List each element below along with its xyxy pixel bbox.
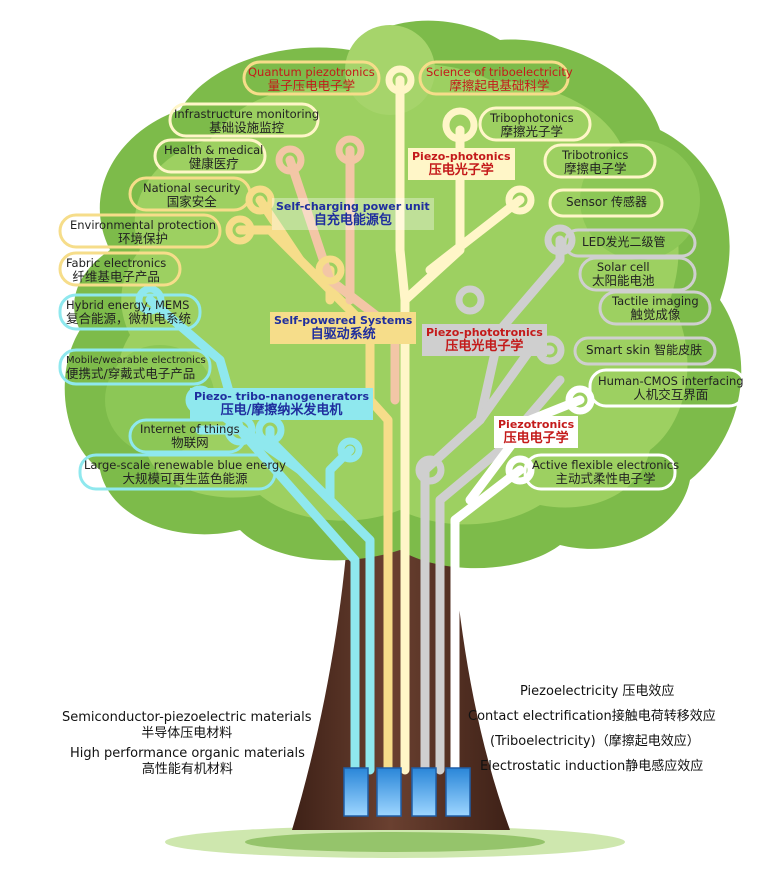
label-zh: 摩擦起电基础科学 [449,78,550,93]
label-zh: 健康医疗 [188,156,239,171]
label-zh: 物联网 [171,435,209,450]
label-infrastructure-monitoring: Infrastructure monitoring 基础设施监控 [174,108,319,135]
label-zh: 自驱动系统 [310,327,376,342]
label-tribotronics: Tribotronics 摩擦电子学 [562,149,628,176]
category-piezotronics: Piezotronics 压电电子学 [494,416,579,448]
label-en: Piezo-photonics [412,150,511,163]
label-en: Large-scale renewable blue energy [84,458,286,472]
label-zh: 量子压电电子学 [267,78,356,93]
label-environmental-protection: Environmental protection 环境保护 [70,219,216,246]
category-piezo-photonics: Piezo-photonics 压电光子学 [408,148,515,180]
label-blue-energy: Large-scale renewable blue energy 大规模可再生… [84,459,286,486]
label-en: LED发光二级管 [582,235,666,249]
label-en: Tribophotonics [490,111,574,125]
label-en: National security [143,181,241,195]
label-en: Fabric electronics [66,256,167,270]
root-semiconductor-materials: Semiconductor-piezoelectric materials 半导… [62,710,312,742]
label-led: LED发光二级管 [582,236,666,249]
label-zh: 基础设施监控 [209,120,285,135]
label-solar-cell: Solar cell 太阳能电池 [592,261,655,288]
label-zh: 压电/摩擦纳米发电机 [220,403,343,418]
label-zh: 主动式柔性电子学 [555,471,656,486]
label-en: Sensor 传感器 [566,195,647,209]
label-zh: 摩擦光子学 [500,124,564,139]
label-en: High performance organic materials [70,746,305,761]
label-en: Health & medical [164,143,264,157]
label-mobile-wearable: Mobile/wearable electronics 便携式/穿戴式电子产品 [66,354,206,381]
label-zh: 自充电能源包 [313,213,392,228]
label-frames [58,60,747,491]
label-zh: 压电电子学 [503,431,569,446]
label-en: Solar cell [596,260,650,274]
label-zh: 太阳能电池 [592,273,655,288]
label-zh: 压电光子学 [428,163,494,178]
label-hybrid-energy: Hybrid energy, MEMS 复合能源，微机电系统 [66,299,191,326]
root-electrostatic-induction: Electrostatic induction静电感应效应 [480,759,704,774]
label-zh: 便携式/穿戴式电子产品 [66,366,196,381]
label-health-medical: Health & medical 健康医疗 [164,144,263,171]
label-en: Active flexible electronics [532,458,680,472]
label-zh: 高性能有机材料 [141,762,233,777]
label-zh: 触觉成像 [630,307,681,322]
root-piezoelectricity: Piezoelectricity 压电效应 [520,684,675,699]
label-zh: 环境保护 [118,231,169,246]
label-quantum-piezotronics: Quantum piezotronics 量子压电电子学 [248,66,375,93]
label-en: Tribotronics [562,148,629,162]
label-science-of-triboelectricity: Science of triboelectricity 摩擦起电基础科学 [426,66,573,93]
root-contact-electrification: Contact electrification接触电荷转移效应 [468,709,716,724]
label-zh: 复合能源，微机电系统 [66,311,192,326]
label-en: Environmental protection [70,218,217,232]
label-en: Smart skin 智能皮肤 [586,343,703,357]
label-en: Hybrid energy, MEMS [66,298,190,312]
label-zh: 人机交互界面 [633,387,709,402]
label-en: Infrastructure monitoring [174,107,320,121]
label-en: Tactile imaging [612,294,699,308]
label-en: Internet of things [140,422,240,436]
label-en: Human-CMOS interfacing [598,374,744,388]
category-self-powered: Self-powered Systems 自驱动系统 [270,312,417,344]
root-blocks [343,767,471,817]
label-en: Piezo-phototronics [426,326,543,339]
label-fabric-electronics: Fabric electronics 纤维基电子产品 [66,257,166,284]
category-self-charging: Self-charging power unit 自充电能源包 [272,198,434,230]
label-zh: 摩擦电子学 [563,161,627,176]
label-active-flexible: Active flexible electronics 主动式柔性电子学 [532,459,679,486]
label-en: Mobile/wearable electronics [66,355,206,366]
label-internet-of-things: Internet of things 物联网 [140,423,240,450]
label-tactile-imaging: Tactile imaging 触觉成像 [612,295,699,322]
label-zh: 压电光电子学 [445,339,524,354]
label-en: Science of triboelectricity [426,65,573,79]
label-en: Quantum piezotronics [248,65,375,79]
label-en: Self-charging power unit [276,200,430,213]
label-zh: 大规模可再生蓝色能源 [122,471,248,486]
label-smart-skin: Smart skin 智能皮肤 [586,344,702,357]
label-zh: 纤维基电子产品 [72,269,160,284]
root-triboelectricity: (Triboelectricity)（摩擦起电效应） [490,734,700,749]
grass [165,826,625,858]
root-organic-materials: High performance organic materials 高性能有机… [70,746,305,778]
label-zh: 国家安全 [166,194,217,209]
category-nanogenerators: Piezo- tribo-nanogenerators 压电/摩擦纳米发电机 [190,388,374,420]
label-en: Piezo- tribo-nanogenerators [194,390,370,403]
label-national-security: National security 国家安全 [143,182,241,209]
label-en: Semiconductor-piezoelectric materials [62,710,312,725]
category-piezo-phototronics: Piezo-phototronics 压电光电子学 [422,324,547,356]
label-en: Self-powered Systems [274,314,413,327]
label-zh: 半导体压电材料 [141,726,233,741]
label-en: Piezotronics [498,418,575,431]
label-sensor: Sensor 传感器 [566,196,647,209]
label-human-cmos: Human-CMOS interfacing 人机交互界面 [598,375,744,402]
label-tribophotonics: Tribophotonics 摩擦光子学 [490,112,574,139]
